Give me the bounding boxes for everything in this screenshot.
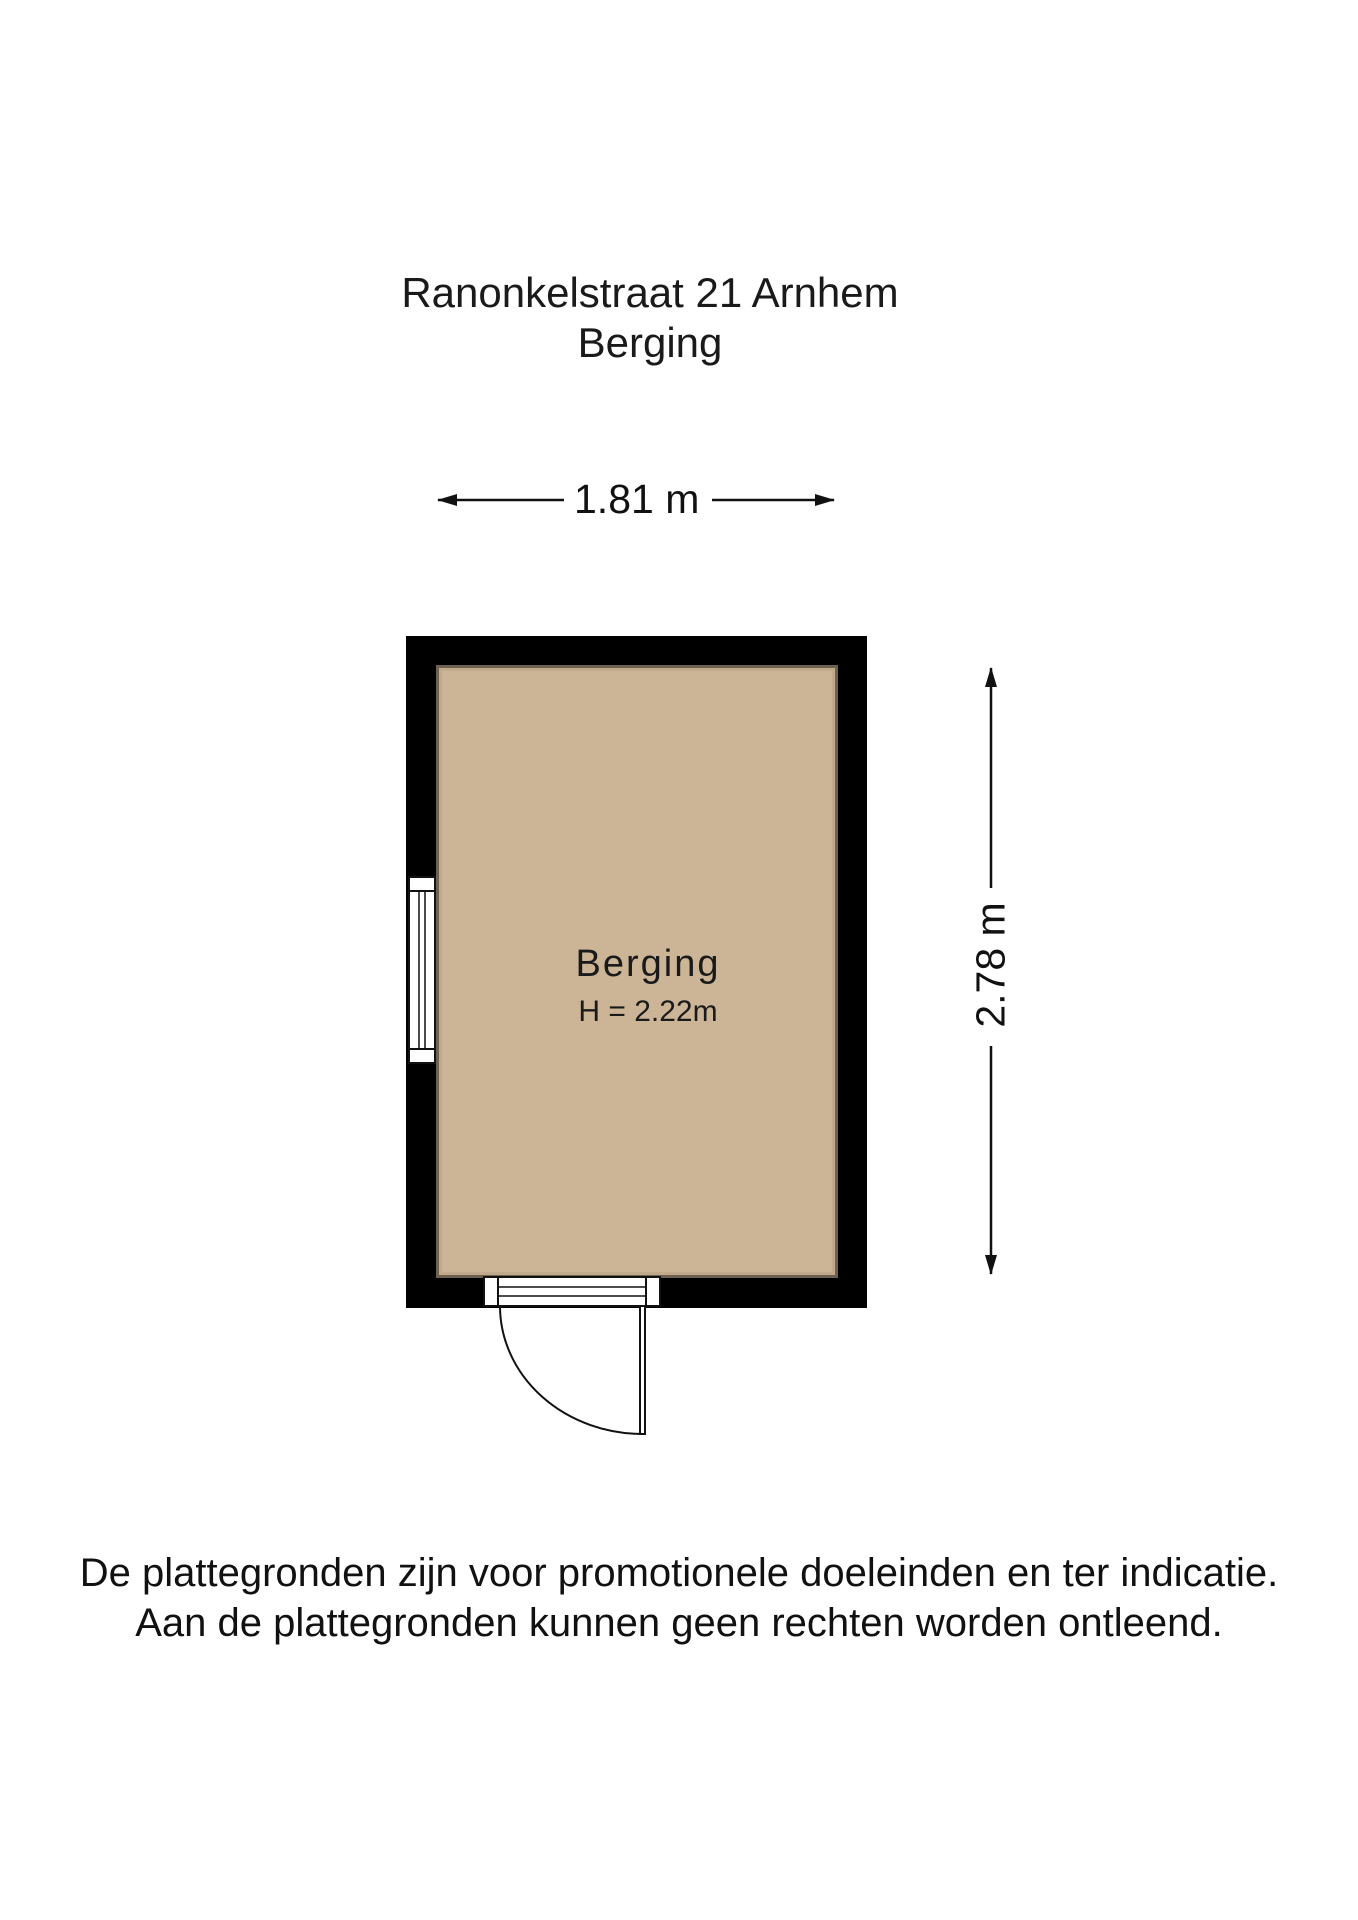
plan-header: Ranonkelstraat 21 Arnhem Berging <box>0 268 1300 368</box>
room-name: Berging <box>575 943 721 985</box>
room-floor <box>439 668 835 1275</box>
window-frame <box>408 876 436 1064</box>
room-label: Berging H = 2.22m <box>548 940 748 1032</box>
floor-edge-shade <box>436 665 838 1278</box>
disclaimer-line-2: Aan de plattegronden kunnen geen rechten… <box>135 1601 1223 1645</box>
door-swing-arc <box>499 1305 644 1435</box>
window <box>408 876 436 1064</box>
door-leaf <box>639 1305 646 1435</box>
width-dimension-label: 1.81 m <box>564 476 710 523</box>
door-frame <box>483 1276 661 1307</box>
floor-name: Berging <box>577 319 723 366</box>
room-ceiling-height: H = 2.22m <box>578 995 718 1028</box>
height-dimension-label: 2.78 m <box>967 892 1015 1038</box>
door <box>483 1276 661 1435</box>
disclaimer: De plattegronden zijn voor promotionele … <box>0 1548 1358 1648</box>
address-title: Ranonkelstraat 21 Arnhem <box>401 269 899 316</box>
disclaimer-line-1: De plattegronden zijn voor promotionele … <box>79 1551 1279 1595</box>
